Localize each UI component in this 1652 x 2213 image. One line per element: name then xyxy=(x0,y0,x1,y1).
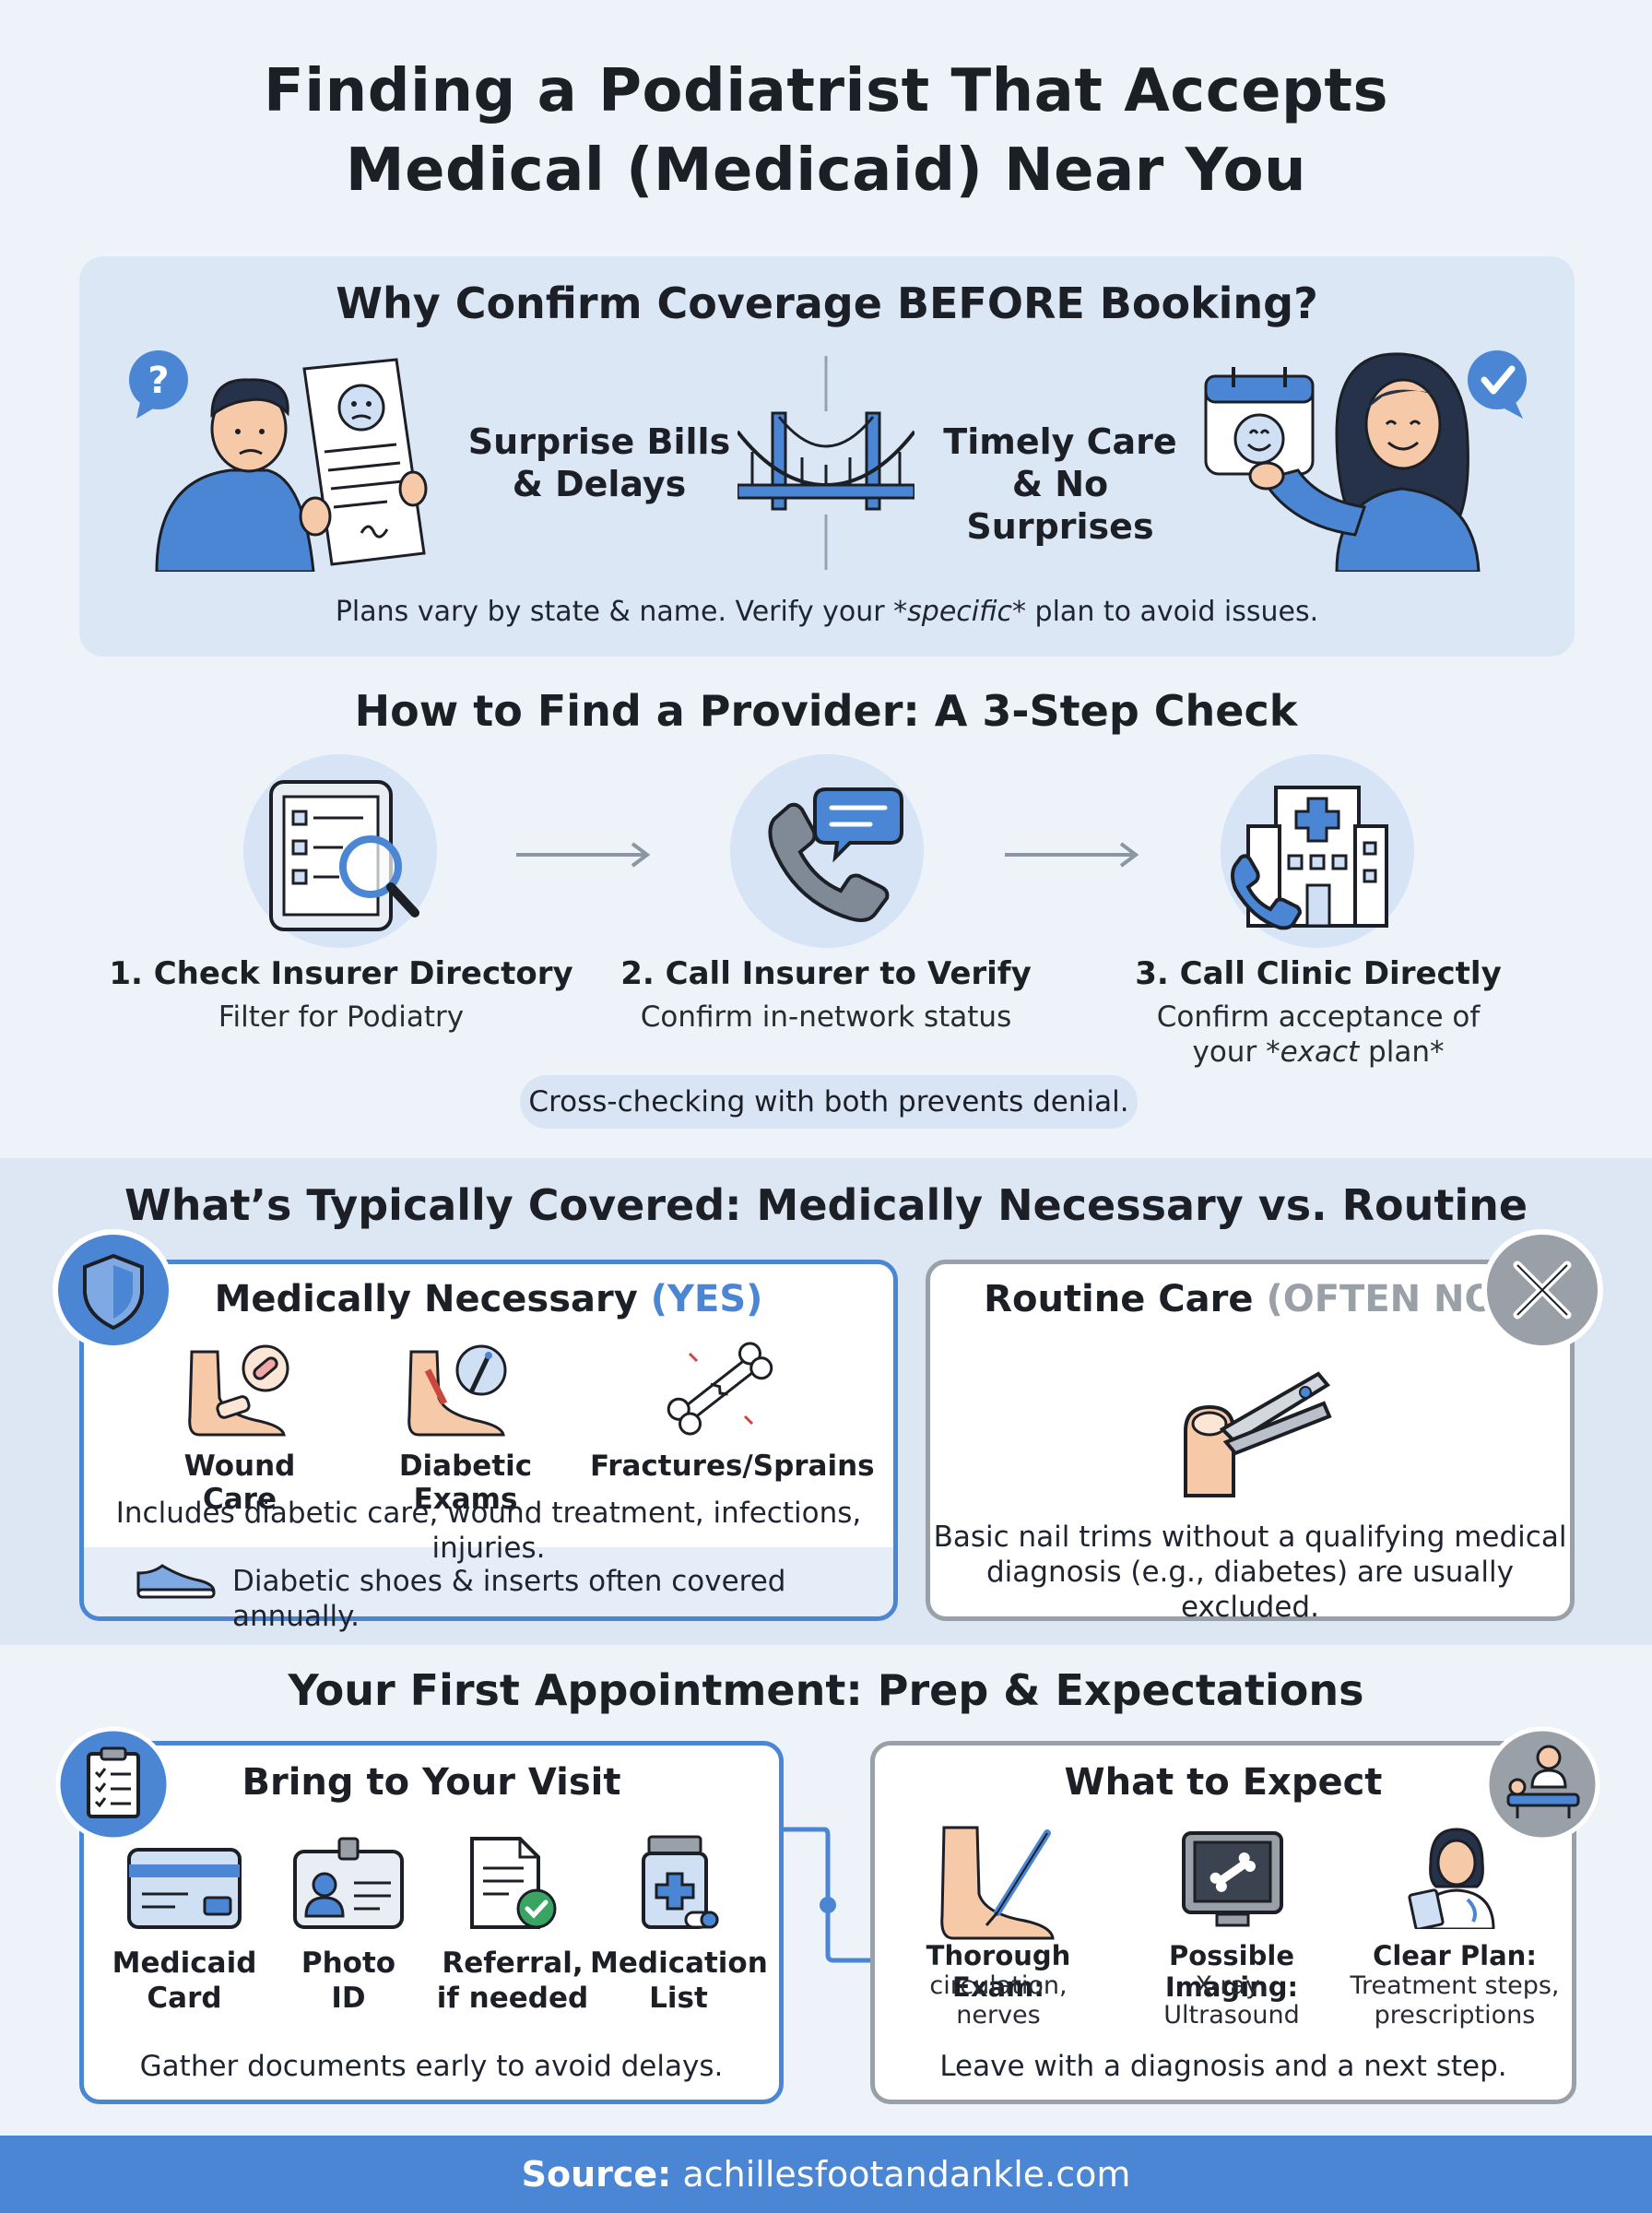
step-1-subtitle: Filter for Podiatry xyxy=(218,1000,465,1034)
page-title-line1: Finding a Podiatrist That Accepts xyxy=(263,57,1389,125)
clipboard-badge xyxy=(55,1726,171,1842)
calendar-icon xyxy=(1204,367,1315,476)
shoes-strip xyxy=(84,1547,893,1616)
why-note: Plans vary by state & name. Verify your … xyxy=(335,596,1319,628)
fractures-sprains-label: Fractures/Sprains xyxy=(590,1450,875,1483)
foot-bandage-icon xyxy=(188,1344,289,1437)
step-2-subtitle: Confirm in-network status xyxy=(640,1000,1012,1034)
arrow-icon xyxy=(1005,842,1139,868)
doctor-exam-icon xyxy=(1506,1745,1580,1818)
card-connector xyxy=(784,1827,872,1963)
necessary-title: Medically Necessary (YES) xyxy=(214,1278,763,1320)
page-title-line2: Medical (Medicaid) Near You xyxy=(345,136,1307,205)
possible-imaging-sub: X-ray, Ultrasound xyxy=(1163,1971,1300,2030)
diabetic-exams-label: Diabetic Exams xyxy=(398,1450,533,1516)
clear-plan-sub: Treatment steps, prescriptions xyxy=(1350,1971,1560,2030)
checkmark-icon xyxy=(1468,350,1527,419)
question-icon: ? xyxy=(129,350,188,419)
phone-chat-icon xyxy=(768,787,903,922)
step-3-title: 3. Call Clinic Directly xyxy=(1135,955,1502,992)
expect-note: Leave with a diagnosis and a next step. xyxy=(939,2050,1507,2083)
medicaid-card-label: Medicaid Card xyxy=(112,1947,257,2015)
happy-woman-illustration xyxy=(1204,350,1527,572)
step-2-circle xyxy=(730,754,924,948)
routine-title: Routine Care (OFTEN NO) xyxy=(984,1278,1513,1320)
clipboard-icon xyxy=(87,1746,140,1818)
clear-plan-label: Clear Plan: xyxy=(1373,1940,1537,1971)
shoe-icon xyxy=(136,1564,216,1599)
worried-man-illustration: ? xyxy=(129,350,428,572)
surprise-bills-label: Surprise Bills & Delays xyxy=(467,421,731,504)
yes-tag: (YES) xyxy=(650,1278,763,1320)
doctor-exam-badge xyxy=(1484,1726,1600,1842)
close-icon xyxy=(1513,1260,1572,1320)
close-badge xyxy=(1481,1229,1603,1351)
often-no-tag: (OFTEN NO) xyxy=(1266,1278,1513,1320)
shoes-note: Diabetic shoes & inserts often covered a… xyxy=(232,1565,786,1633)
thorough-exam-sub: circulation, nerves xyxy=(929,1971,1068,2030)
necessary-body: Includes diabetic care, wound treatment,… xyxy=(115,1497,862,1565)
thorough-exam-label: Thorough Exam: xyxy=(926,1940,1071,2003)
bring-note: Gather documents early to avoid delays. xyxy=(139,2050,724,2083)
bone-fracture-icon xyxy=(667,1342,773,1436)
step-3-subtitle: Confirm acceptance of your *exact plan* xyxy=(1156,1000,1481,1069)
possible-imaging-label: Possible Imaging: xyxy=(1164,1940,1299,2003)
svg-text:?: ? xyxy=(148,360,169,402)
crosscheck-pill: Cross-checking with both prevents denial… xyxy=(520,1075,1138,1129)
shield-icon xyxy=(83,1253,144,1331)
doctor-icon xyxy=(1408,1828,1495,1929)
photo-id-label: Photo ID xyxy=(301,1947,396,2015)
medication-bottle-icon xyxy=(642,1835,719,1929)
page-title: Finding a Podiatrist That Accepts Medica… xyxy=(0,52,1652,210)
medication-list-label: Medication List xyxy=(590,1947,768,2015)
source-link: achillesfootandankle.com xyxy=(671,2154,1131,2195)
arrow-icon xyxy=(516,842,651,868)
coverage-heading: What’s Typically Covered: Medically Nece… xyxy=(124,1180,1528,1230)
referral-document-icon xyxy=(470,1837,557,1929)
xray-monitor-icon xyxy=(1182,1831,1283,1927)
timely-care-label: Timely Care & No Surprises xyxy=(943,421,1177,547)
wound-care-label: Wound Care xyxy=(183,1450,296,1516)
source-bar: Source: achillesfootandankle.com xyxy=(0,2136,1652,2213)
referral-label: Referral, if needed xyxy=(436,1947,589,2015)
appointment-heading: Your First Appointment: Prep & Expectati… xyxy=(288,1665,1364,1715)
foot-exam-icon xyxy=(940,1826,1055,1940)
expect-title: What to Expect xyxy=(1064,1761,1383,1804)
shield-badge xyxy=(53,1229,174,1351)
credit-card-icon xyxy=(127,1848,242,1929)
step-1-title: 1. Check Insurer Directory xyxy=(109,955,573,992)
tablet-search-icon xyxy=(269,780,419,931)
bring-title: Bring to Your Visit xyxy=(242,1761,621,1804)
steps-heading: How to Find a Provider: A 3-Step Check xyxy=(354,686,1298,736)
nail-clipper-icon xyxy=(1184,1371,1332,1497)
bridge-icon xyxy=(738,356,914,570)
clinic-phone-icon xyxy=(1231,786,1388,930)
routine-body: Basic nail trims without a qualifying me… xyxy=(933,1521,1567,1624)
id-card-icon xyxy=(293,1837,404,1929)
why-heading: Why Confirm Coverage BEFORE Booking? xyxy=(336,278,1318,328)
source-label: Source: xyxy=(521,2154,672,2195)
step-2-title: 2. Call Insurer to Verify xyxy=(620,955,1032,992)
foot-exam-icon xyxy=(407,1344,507,1437)
